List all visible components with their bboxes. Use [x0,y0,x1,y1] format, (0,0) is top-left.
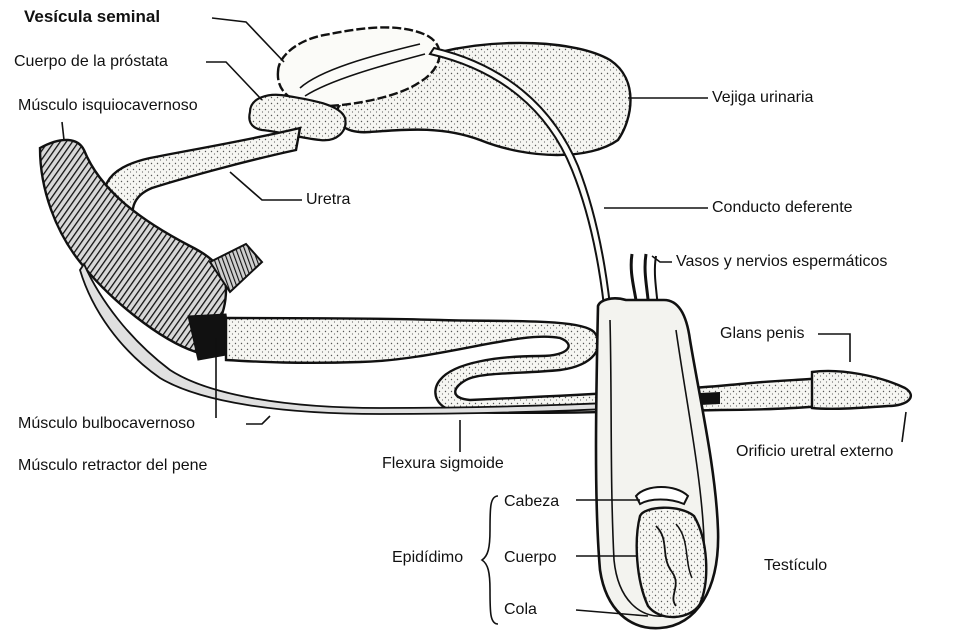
label-epididymis-head: Cabeza [504,494,559,510]
label-external-urethral-orifice: Orificio uretral externo [736,444,893,460]
label-vas-deferens: Conducto deferente [712,200,853,216]
glans-shape [812,371,911,409]
testicle-shape [637,508,707,617]
epididymis-brace [482,496,498,624]
label-urethra: Uretra [306,192,350,208]
label-prostate-body: Cuerpo de la próstata [14,54,168,70]
label-sigmoid-flexure: Flexura sigmoide [382,456,504,472]
label-glans-penis: Glans penis [720,326,805,342]
label-epididymis-tail: Cola [504,602,537,618]
label-testicle: Testículo [764,558,827,574]
label-retractor-penis-muscle: Músculo retractor del pene [18,458,207,474]
label-epididymis-body: Cuerpo [504,550,556,566]
label-epididymis: Epidídimo [392,550,463,566]
label-ischiocavernosus-muscle: Músculo isquiocavernoso [18,98,198,114]
label-seminal-vesicle: Vesícula seminal [24,8,160,25]
label-urinary-bladder: Vejiga urinaria [712,90,813,106]
label-bulbospongiosus-muscle: Músculo bulbocavernoso [18,416,195,432]
label-spermatic-vessels-nerves: Vasos y nervios espermáticos [676,254,887,270]
